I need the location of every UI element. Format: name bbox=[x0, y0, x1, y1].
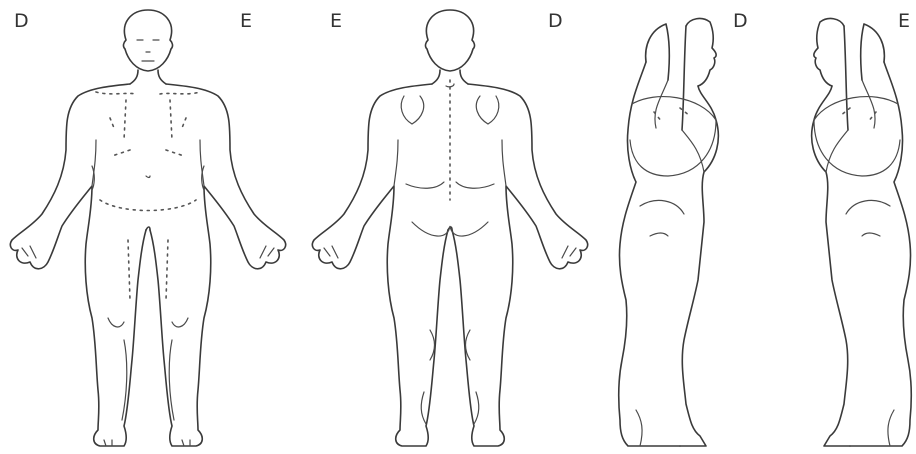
side-view-left-figure bbox=[812, 19, 912, 446]
side-view-right-figure bbox=[619, 19, 719, 446]
front-view-figure bbox=[10, 10, 285, 446]
back-view-figure bbox=[312, 10, 587, 446]
